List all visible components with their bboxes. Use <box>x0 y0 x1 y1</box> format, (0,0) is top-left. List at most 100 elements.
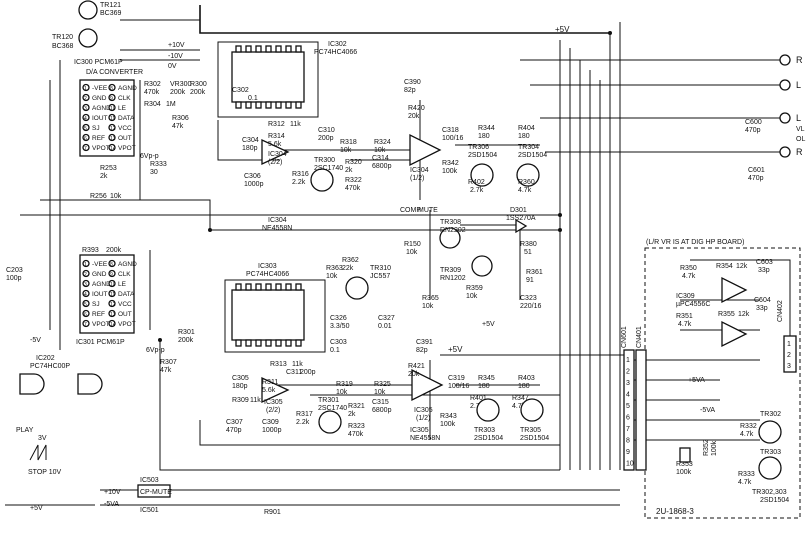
r365-label: R365 <box>422 295 439 302</box>
tr305: TR305 2SD1504 <box>520 398 549 442</box>
tr121-label: TR121 <box>100 2 121 9</box>
ic301-pin-label: VPOT <box>118 321 136 328</box>
r323-label: R323 <box>348 423 365 430</box>
tr306-label: TR306 <box>468 144 489 151</box>
ic301-pin-number: 11 <box>110 292 115 298</box>
ic302-pin-top <box>295 45 302 53</box>
c323-label: C323 <box>520 295 537 302</box>
ic302-pin-top <box>245 45 252 53</box>
ic302-pins <box>235 45 302 109</box>
label-cp-mute: CP-MUTE <box>140 489 172 496</box>
r404-label: R404 <box>518 125 535 132</box>
ic301-pin-label: AGND <box>118 261 137 268</box>
c326-label: C326 <box>330 315 347 322</box>
r352-label: R352 <box>703 439 710 456</box>
out-l2-label: L <box>796 113 801 123</box>
vr-note: (L/R VR IS AT DIG HP BOARD) <box>646 239 744 246</box>
ic300-pin-label: OUT <box>118 135 132 142</box>
mute-section: COMP MUTE R150 10k TR308 RN2202 TR309 RN… <box>400 207 543 310</box>
ic300-pin-number: 6 <box>84 136 87 142</box>
c390-value: 82p <box>404 87 416 94</box>
r362-label: R362 <box>342 257 359 264</box>
r301-label: R301 <box>178 329 195 336</box>
ic303-pin-top <box>245 283 252 291</box>
rail-plus5v-bottom: +5V <box>30 505 43 512</box>
tr306: TR306 2SD1504 <box>468 144 497 187</box>
tr300: TR300 2SC1740 <box>310 157 343 192</box>
ic300-pin-number: 2 <box>84 96 87 102</box>
r394-value: 2k <box>100 173 108 180</box>
tr303-part: 2SD1504 <box>474 435 503 442</box>
ic305-opamp-lower-right: IC305 (1/2) IC305 NE4558N <box>410 368 444 442</box>
ic501-label: IC501 <box>140 507 159 514</box>
r352-value: 100k <box>711 440 718 456</box>
ic301-pin-label: LE <box>118 281 127 288</box>
vr300-value: 200k <box>170 89 186 96</box>
tr302-303-label: TR302,303 <box>752 489 787 496</box>
ic304b-name: IC304 <box>410 167 429 174</box>
r360-label: R360 <box>518 179 535 186</box>
ic301-pin-number: 12 <box>110 302 116 308</box>
cn402-pin-1: 1 <box>787 341 791 348</box>
play-voltage: 3V <box>38 435 47 442</box>
r314-value: 5.6k <box>268 141 282 148</box>
r420-value: 20k <box>408 113 420 120</box>
r342-value: 100k <box>442 168 458 175</box>
r323-value: 470k <box>348 431 364 438</box>
cn601-pin-3: 3 <box>626 380 630 387</box>
r325-value: 10k <box>374 389 386 396</box>
c315-label: C315 <box>372 399 389 406</box>
r370-label: R256 <box>90 193 107 200</box>
ic303-pin-top <box>275 283 282 291</box>
ic301-pin-label: OUT <box>118 311 132 318</box>
ic305a-name: IC305 <box>264 399 283 406</box>
c305-label: C305 <box>232 375 249 382</box>
r313-label: R313 <box>270 361 287 368</box>
ic300-pin-label: GND <box>92 95 107 102</box>
r344-value: 180 <box>478 133 490 140</box>
tr120-label: TR120 <box>52 34 73 41</box>
r332-value: 4.7k <box>740 431 754 438</box>
c303-label: C303 <box>330 339 347 346</box>
cn601-pin-1: 1 <box>626 357 630 364</box>
ic301-pin-number: 8 <box>110 262 113 268</box>
r360-value: 4.7k <box>518 187 532 194</box>
r316-label: R316 <box>292 171 309 178</box>
r317-value: 2.2k <box>296 419 310 426</box>
ic300-pin-label: LE <box>118 105 127 112</box>
c600-value: 470p <box>745 127 761 134</box>
r319-value: 10k <box>336 389 348 396</box>
ic300-pin-number: 8 <box>110 86 113 92</box>
ic300-pin-label: AGND <box>92 105 111 112</box>
ic202-name: IC202 <box>36 355 55 362</box>
r370-value: 10k <box>110 193 122 200</box>
r355-value: 12k <box>738 311 750 318</box>
c603-value: 33p <box>758 267 770 274</box>
ic302-pin-bottom <box>275 101 282 109</box>
ic302-switch: IC302 PC74HC4066 <box>231 41 357 109</box>
rail-plus5v-top: +5V <box>555 25 570 34</box>
ic309-part: µPC4556C <box>676 301 710 308</box>
c314-value: 6800p <box>372 163 392 170</box>
c390-label: C390 <box>404 79 421 86</box>
ic300-pin-label: CLK <box>118 95 131 102</box>
cn601-label: CN601 <box>621 326 628 348</box>
r304-value: 1M <box>166 101 176 108</box>
r347-value: 4.7k <box>512 403 526 410</box>
ic301-pin-label: IOUT <box>92 291 108 298</box>
r320-label: R320 <box>345 159 362 166</box>
ic300-pin-number: 1 <box>84 86 87 92</box>
r401-label: R401 <box>470 395 487 402</box>
ic302-pin-bottom <box>265 101 272 109</box>
ic300-pin-14 <box>108 143 116 152</box>
ic302-pin-bottom <box>255 101 262 109</box>
ic302-pin-top <box>235 45 242 53</box>
ic301-pin-4 <box>82 289 90 298</box>
ic305-opamp-lower-left: IC305 (2/2) <box>261 376 290 414</box>
ic301-pin-11 <box>108 289 116 298</box>
tr310: TR310 JC557 <box>345 265 391 300</box>
tr303r-label: TR303 <box>760 449 781 456</box>
